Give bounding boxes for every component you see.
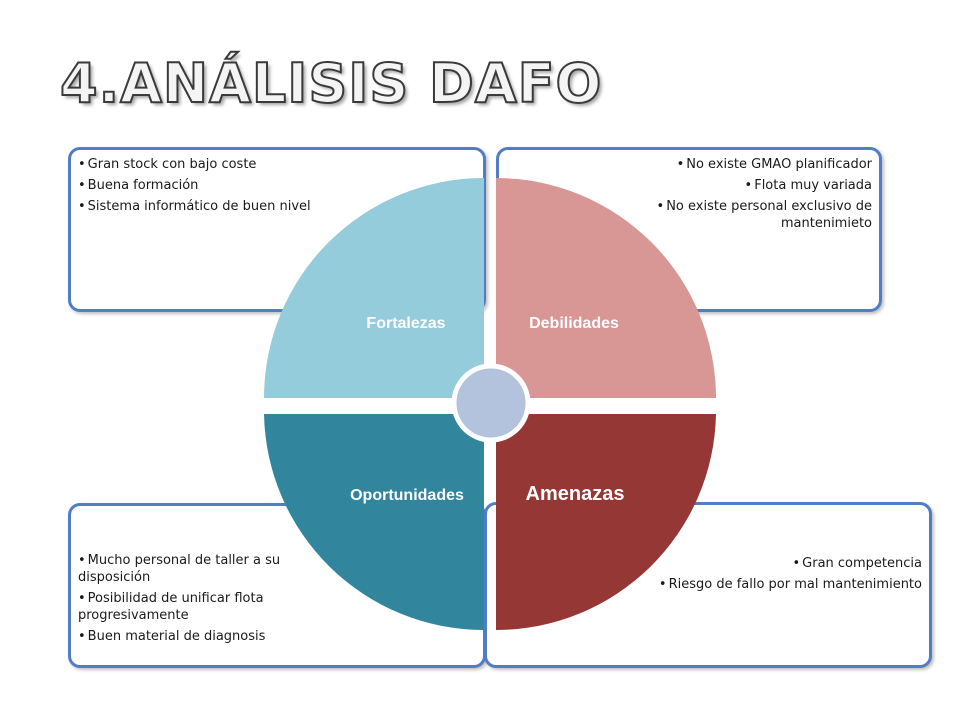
list-item: Gran competencia [600, 555, 922, 572]
list-item: No existe GMAO planificador [620, 156, 872, 173]
oportunidades-quadrant [264, 414, 484, 630]
list-item: Gran stock con bajo coste [78, 156, 338, 173]
debilidades-label: Debilidades [529, 315, 619, 332]
list-item: Posibilidad de unificar flota progresiva… [78, 590, 298, 624]
oportunidades-label: Oportunidades [350, 487, 464, 504]
fortalezas-quadrant [264, 178, 484, 398]
fortalezas-label: Fortalezas [366, 315, 445, 332]
list-item: Mucho personal de taller a su disposició… [78, 552, 298, 586]
list-item: Flota muy variada [620, 177, 872, 194]
amenazas-label: Amenazas [526, 483, 625, 505]
list-item: Sistema informático de buen nivel [78, 198, 338, 215]
list-item: Buena formación [78, 177, 338, 194]
page-title: 4.ANÁLISIS DAFO [59, 51, 603, 116]
list-item: No existe personal exclusivo de mantenim… [620, 198, 872, 232]
list-item: Buen material de diagnosis [78, 628, 298, 645]
center-circle [451, 363, 531, 443]
amenazas-quadrant [496, 414, 716, 630]
oportunidades-list: Mucho personal de taller a su disposició… [78, 552, 298, 649]
debilidades-list: No existe GMAO planificadorFlota muy var… [620, 156, 872, 236]
amenazas-list: Gran competenciaRiesgo de fallo por mal … [600, 555, 922, 597]
list-item: Riesgo de fallo por mal mantenimiento [600, 576, 922, 593]
fortalezas-list: Gran stock con bajo costeBuena formación… [78, 156, 338, 219]
debilidades-quadrant [496, 178, 716, 398]
